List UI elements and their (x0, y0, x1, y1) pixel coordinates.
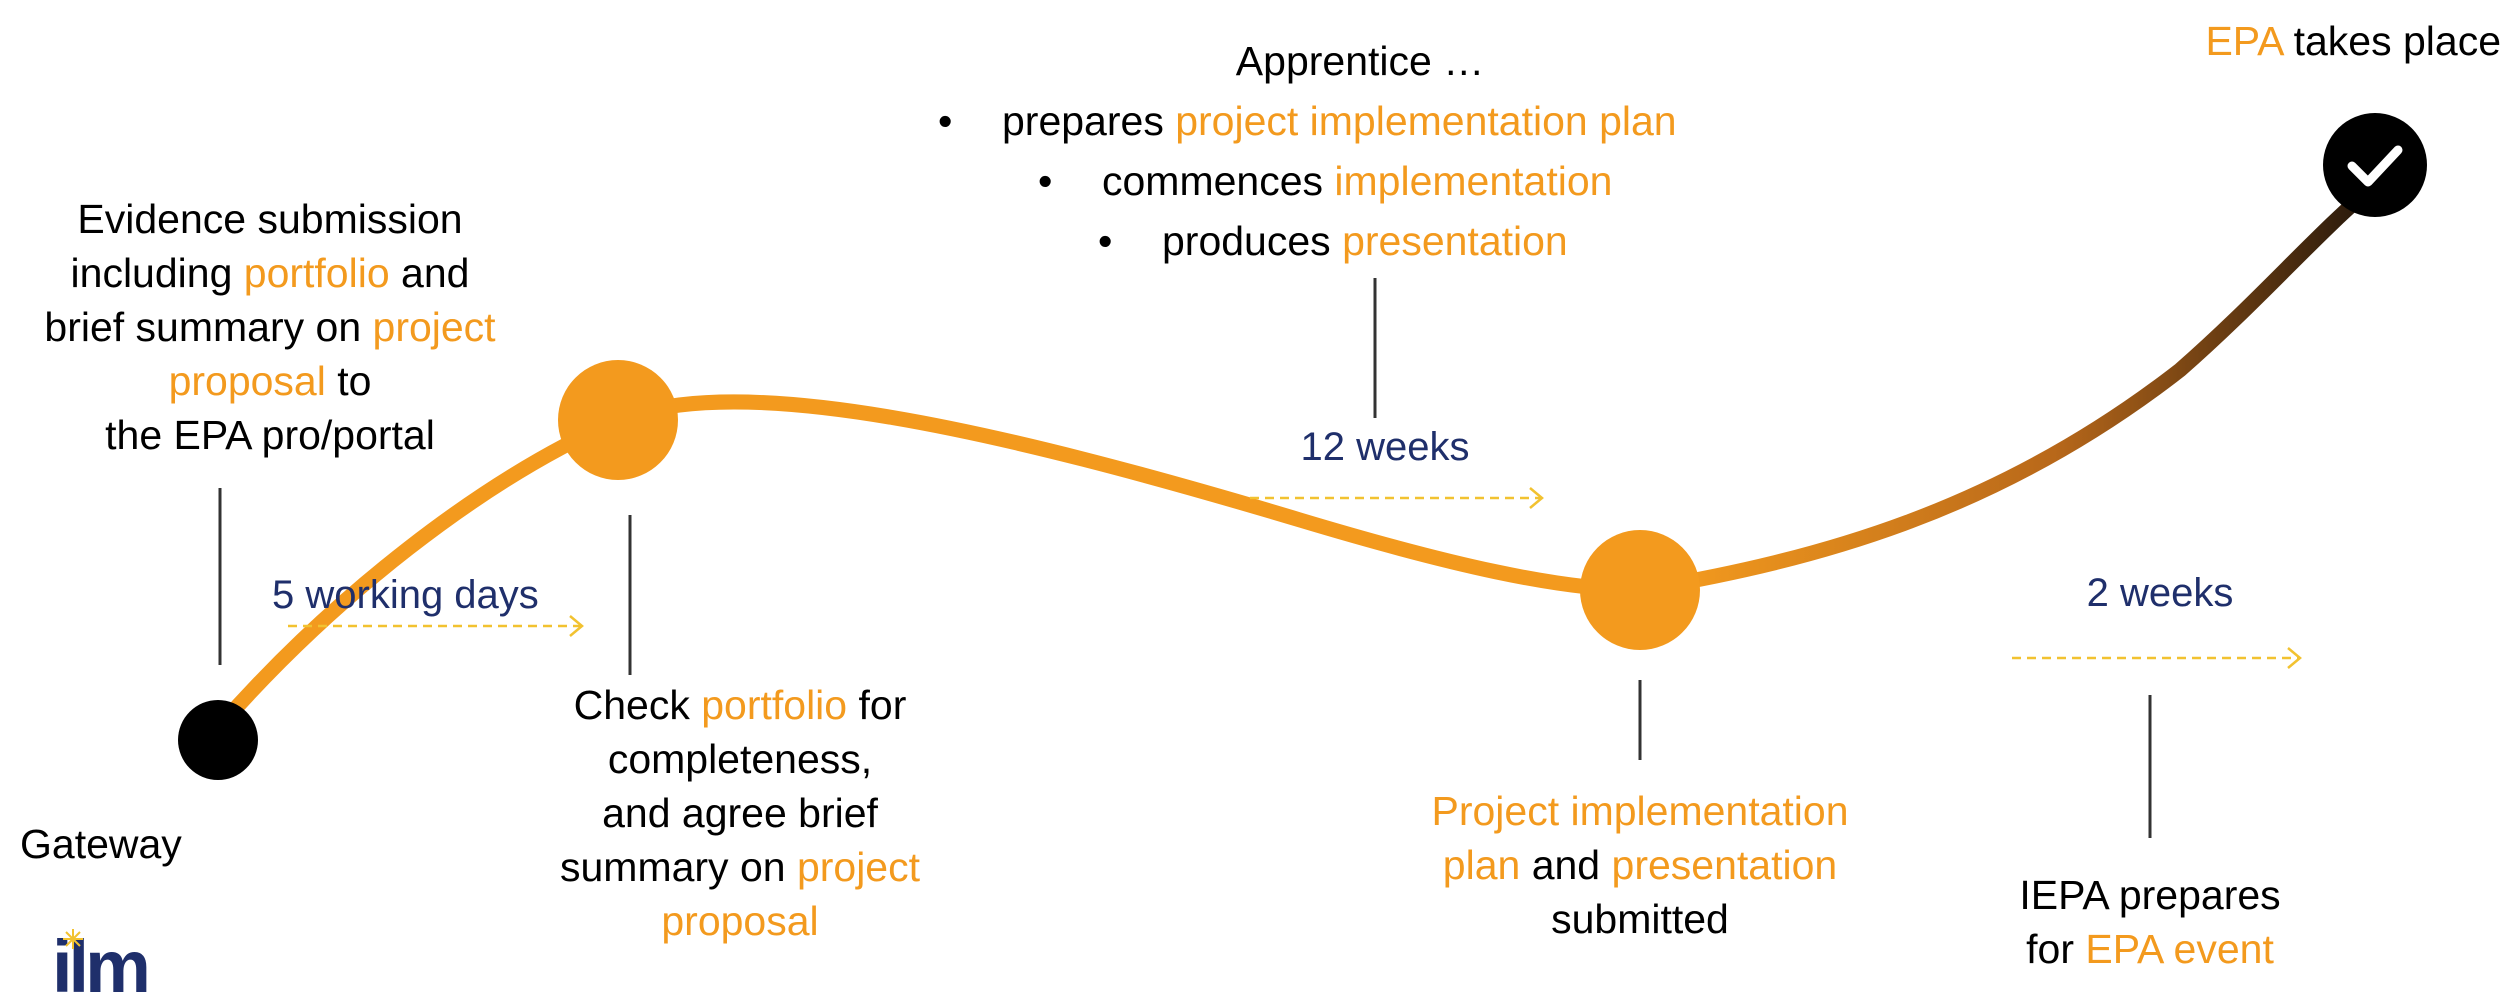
evidence-line-2: including portfolio and (70, 250, 470, 296)
apprentice-bullet-3: •produces presentation (1098, 218, 1568, 264)
submitted-node (1580, 530, 1700, 650)
interval-label-1: 5 working days (272, 573, 539, 617)
epa-takes-place-label: EPA takes place (2205, 18, 2501, 64)
evidence-line-4: proposal to (168, 358, 372, 404)
epa-complete-node (2323, 113, 2427, 217)
check-portfolio-label: Check portfolio for completeness, and ag… (470, 678, 1010, 948)
apprentice-bullet-2: •commences implementation (1038, 158, 1613, 204)
iepa-line-1: IEPA prepares (2019, 872, 2281, 918)
evidence-line-1: Evidence submission (77, 196, 463, 242)
check-line-4: summary on project (559, 844, 920, 890)
apprentice-heading: Apprentice … (1235, 38, 1485, 84)
check-icon (2347, 145, 2403, 187)
interval-label-2: 12 weeks (1300, 425, 1470, 469)
timeline-graphics (178, 113, 2427, 838)
submitted-line-3: submitted (1551, 896, 1729, 942)
check-line-1: Check portfolio for (573, 682, 907, 728)
iepa-label: IEPA prepares for EPA event (1960, 868, 2340, 976)
evidence-line-3: brief summary on project (44, 304, 496, 350)
ilm-logo: ilm (52, 929, 151, 1004)
timeline-path-tail (1632, 177, 2383, 598)
interval-arrow-1 (288, 615, 584, 637)
check-line-5: proposal (661, 898, 819, 944)
submitted-line-1: Project implementation (1431, 788, 1849, 834)
interval-label-3: 2 weeks (2086, 571, 2234, 615)
submitted-line-2: plan and presentation (1442, 842, 1838, 888)
gateway-label: Gateway (20, 821, 182, 867)
iepa-line-2: for EPA event (2026, 926, 2274, 972)
gateway-node (178, 700, 258, 780)
logo-star-icon (63, 929, 83, 949)
timeline-diagram: Evidence submission including portfolio … (0, 18, 2501, 1004)
interval-arrow-2 (1250, 487, 1544, 509)
timeline-path (210, 394, 1648, 736)
check-line-3: and agree brief (602, 790, 878, 836)
check-node (558, 360, 678, 480)
apprentice-bullet-1: •prepares project implementation plan (938, 98, 1677, 144)
check-line-2: completeness, (607, 736, 873, 782)
submitted-label: Project implementation plan and presenta… (1380, 784, 1900, 946)
evidence-line-5: the EPA pro/portal (105, 412, 435, 458)
evidence-submission-label: Evidence submission including portfolio … (0, 192, 540, 462)
interval-arrow-3 (2012, 647, 2302, 669)
